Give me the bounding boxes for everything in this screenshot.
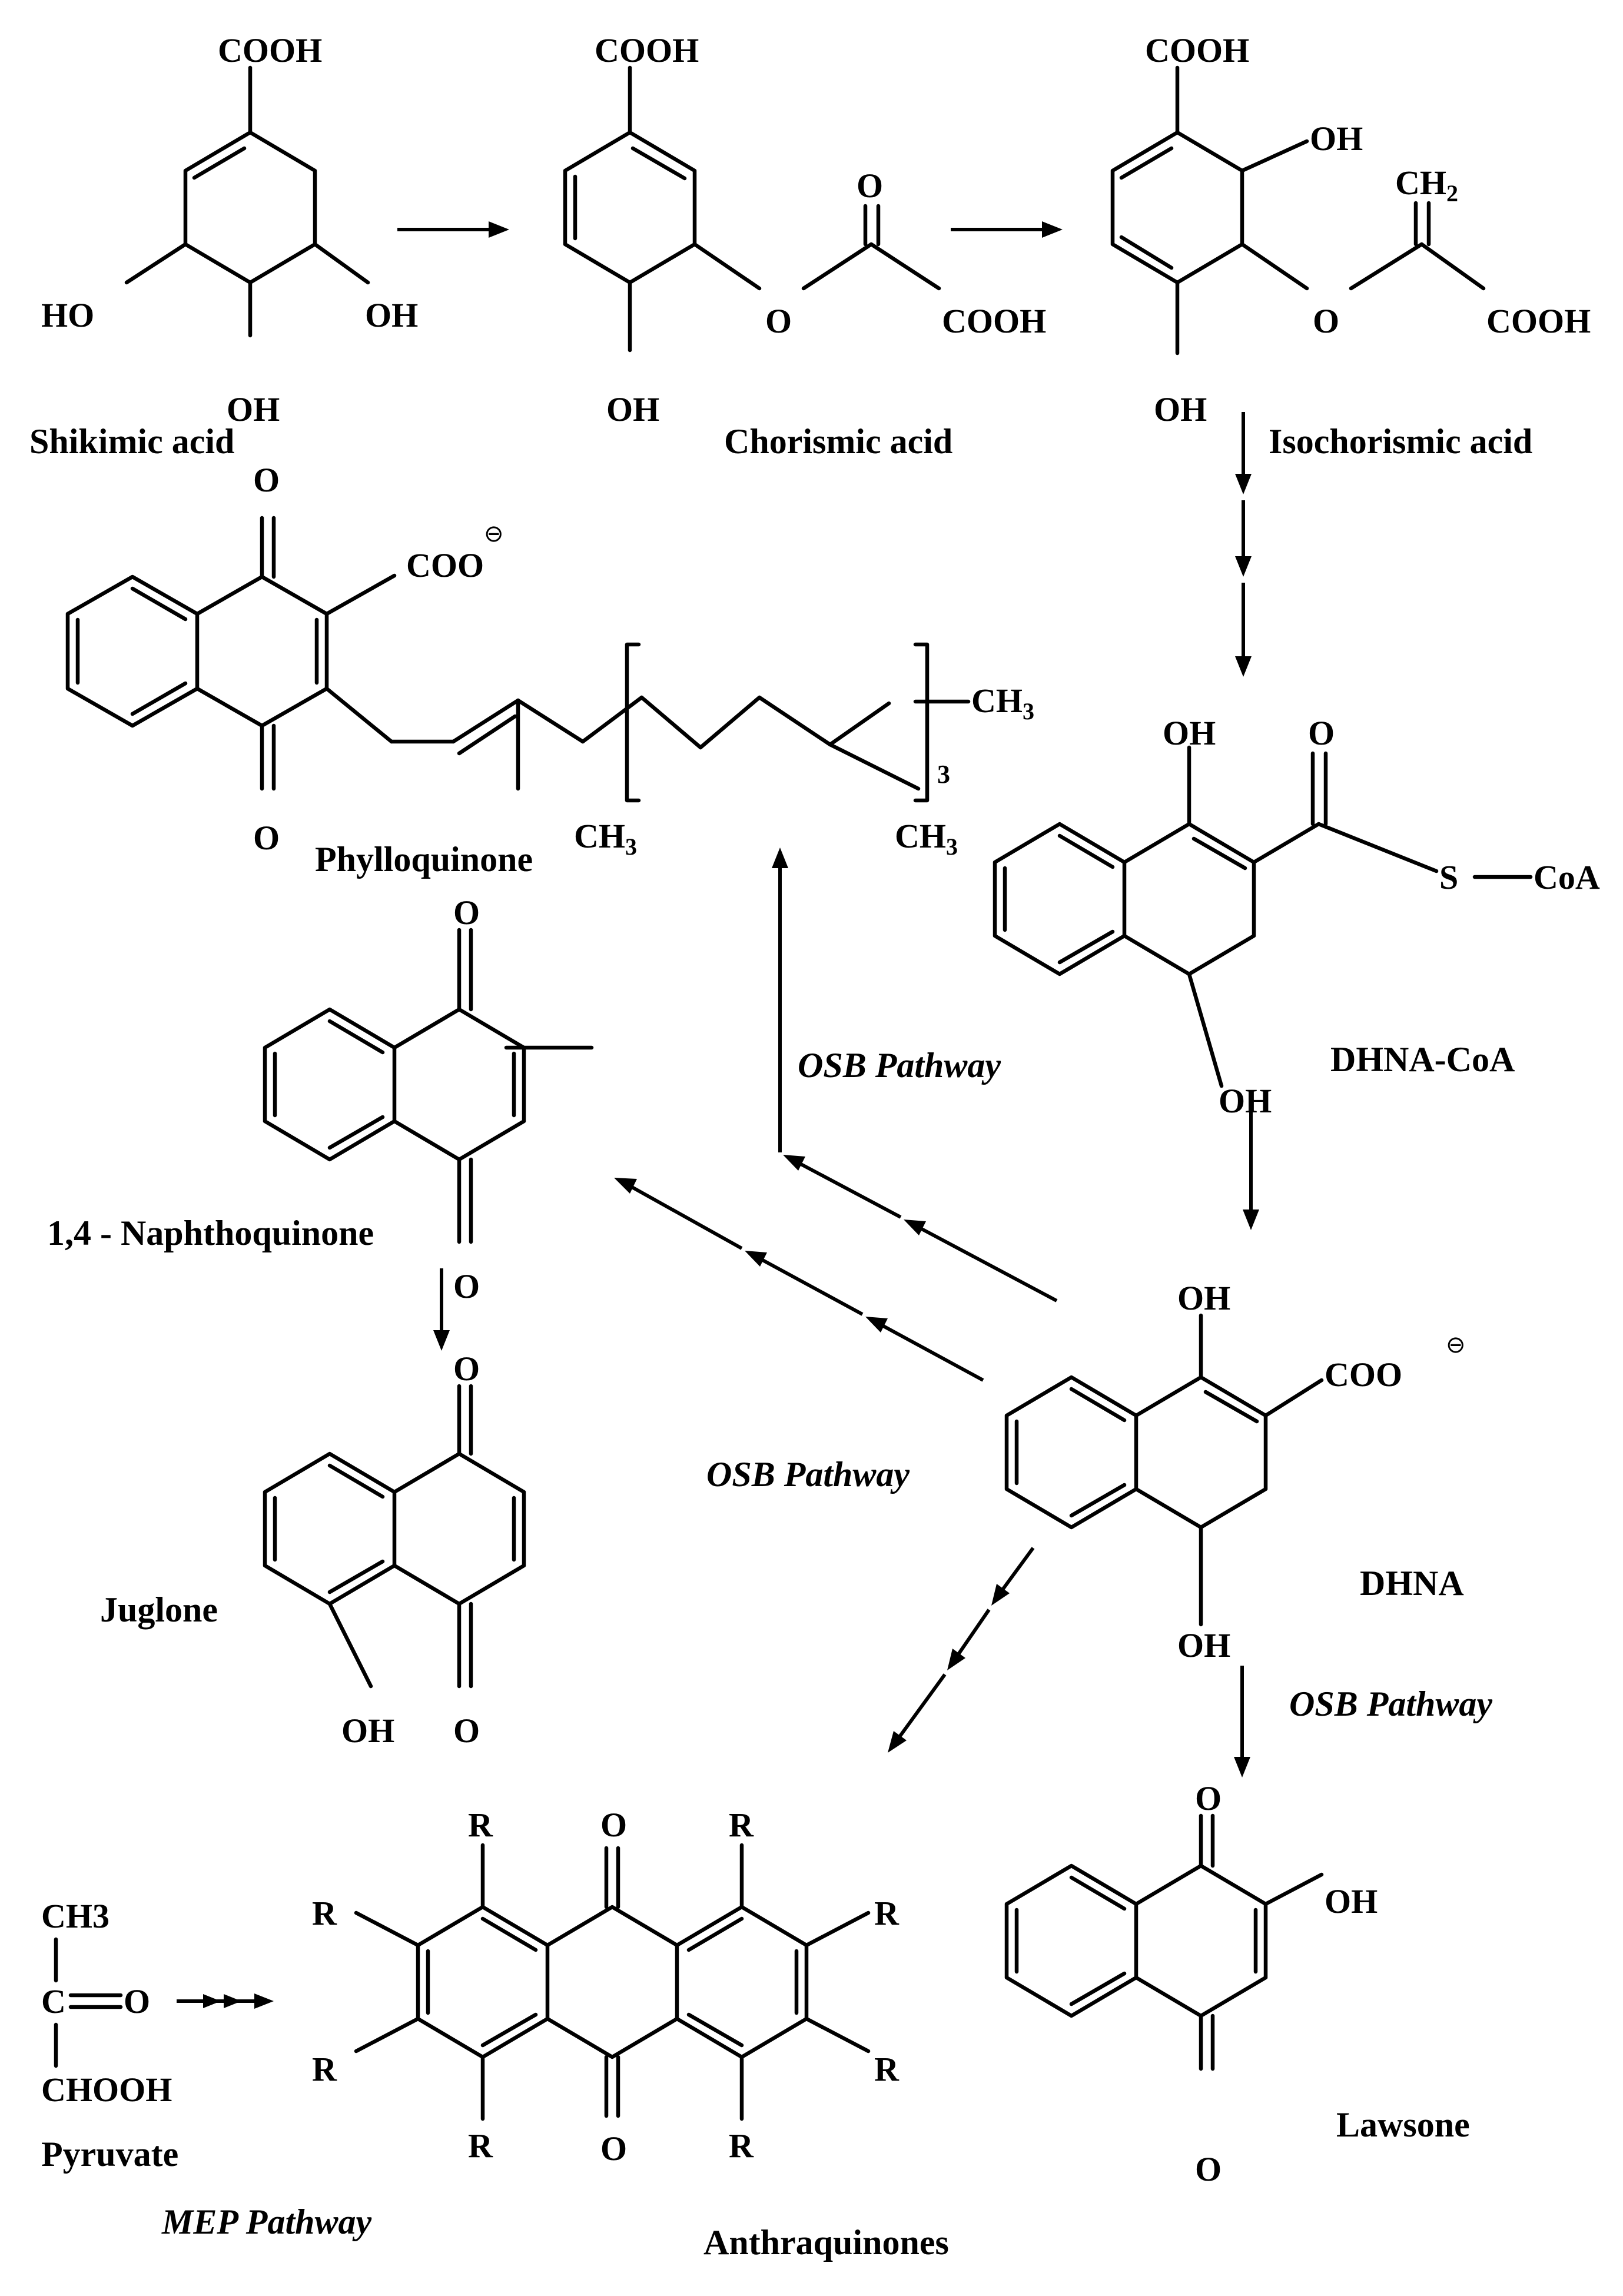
multistep-reaction-arrow <box>772 848 1058 1302</box>
carbonyl-oxygen-label: O <box>1195 1779 1222 1817</box>
hydroxyl-label: OH <box>1177 1279 1230 1317</box>
hydroxyl-label: OH <box>1154 390 1207 428</box>
pyruvate-structure: CH3 C O CHOOH <box>41 1897 172 2109</box>
carbonyl-oxygen-label: O <box>600 1806 627 1844</box>
naphthoquinone-label: 1,4 - Naphthoquinone <box>47 1214 374 1252</box>
juglone-label: Juglone <box>100 1590 218 1629</box>
multistep-reaction-arrow <box>1235 412 1252 677</box>
carbonyl-oxygen-label: O <box>1195 2150 1222 2188</box>
carbonyl-oxygen-label: O <box>1308 714 1335 752</box>
mep-pathway-label: MEP Pathway <box>161 2202 372 2241</box>
carboxylate-label: COO <box>406 546 484 584</box>
phylloquinone-structure: O O COO ⊖ CH3 CH3 CH3 3 <box>65 461 1034 860</box>
substituent-r-label: R <box>729 2126 754 2165</box>
hydroxyl-label: HO <box>41 296 94 334</box>
hydroxyl-label: OH <box>1310 119 1363 158</box>
negative-charge-icon: ⊖ <box>484 521 504 547</box>
methyl-label: CH3 <box>41 1897 109 1935</box>
substituent-r-label: R <box>874 2050 900 2088</box>
carboxyl-label: COOH <box>1486 302 1591 340</box>
dhna-coa-label: DHNA-CoA <box>1330 1040 1515 1079</box>
phylloquinone-label: Phylloquinone <box>315 840 533 879</box>
reaction-arrow <box>1243 1112 1259 1230</box>
methyl-label: CH3 <box>971 682 1034 725</box>
hydroxyl-label: OH <box>341 1712 394 1750</box>
dhna-coa-structure: OH O S CoA OH <box>993 714 1600 1120</box>
substituent-r-label: R <box>468 2126 493 2165</box>
hydroxyl-label: OH <box>365 296 418 334</box>
anthraquinone-structure: O O R R R R R R R R <box>312 1806 900 2168</box>
dhna-structure: OH COO ⊖ OH <box>1004 1279 1466 1664</box>
chorismic-acid-label: Chorismic acid <box>724 422 952 461</box>
isochorismic-acid-structure: COOH OH O CH2 COOH OH <box>1110 31 1591 428</box>
reaction-arrow <box>397 221 509 238</box>
hydroxyl-label: OH <box>1325 1882 1378 1920</box>
carbonyl-oxygen-label: O <box>453 1712 480 1750</box>
shikimic-acid-label: Shikimic acid <box>29 422 234 461</box>
lawsone-structure: O OH O <box>1004 1779 1378 2188</box>
carbonyl-oxygen-label: O <box>253 819 280 857</box>
multistep-reaction-arrow <box>888 1547 1035 1753</box>
anthraquinones-label: Anthraquinones <box>703 2223 949 2262</box>
repeat-count-label: 3 <box>937 760 950 789</box>
negative-charge-icon: ⊖ <box>1446 1332 1466 1358</box>
osb-pathway-label: OSB Pathway <box>1289 1684 1492 1723</box>
carboxyl-label: COOH <box>595 31 699 69</box>
osb-pathway-label: OSB Pathway <box>706 1455 910 1494</box>
substituent-r-label: R <box>312 1894 337 1932</box>
hydroxyl-label: OH <box>227 390 280 428</box>
substituent-r-label: R <box>874 1894 900 1932</box>
methyl-label: CH3 <box>574 817 637 860</box>
carboxyl-label: CHOOH <box>41 2071 172 2109</box>
carboxyl-label: COOH <box>1145 31 1249 69</box>
methyl-label: CH3 <box>895 817 958 860</box>
carboxylate-label: COO <box>1325 1355 1402 1394</box>
carbonyl-oxygen-label: O <box>253 461 280 499</box>
coenzyme-a-label: CoA <box>1534 858 1600 896</box>
carbonyl-oxygen-label: O <box>600 2129 627 2168</box>
ether-oxygen-label: O <box>765 302 792 340</box>
carbonyl-oxygen-label: O <box>453 1350 480 1388</box>
naphthoquinone-structure: O O <box>263 893 594 1305</box>
ether-oxygen-label: O <box>1313 302 1339 340</box>
hydroxyl-label: OH <box>1177 1626 1230 1664</box>
carboxyl-label: COOH <box>942 302 1046 340</box>
dhna-label: DHNA <box>1360 1564 1464 1603</box>
isochorismic-acid-label: Isochorismic acid <box>1269 422 1532 461</box>
hydroxyl-label: OH <box>1163 714 1216 752</box>
carbonyl-oxygen-label: O <box>453 893 480 932</box>
reaction-arrow <box>433 1268 450 1351</box>
sulfur-label: S <box>1439 858 1458 896</box>
carbonyl-oxygen-label: O <box>857 167 883 205</box>
osb-pathway-label: OSB Pathway <box>798 1046 1001 1085</box>
reaction-arrow <box>951 221 1063 238</box>
substituent-r-label: R <box>312 2050 337 2088</box>
juglone-structure: O O OH <box>263 1350 526 1750</box>
chorismic-acid-structure: COOH O O COOH OH <box>563 31 1046 428</box>
multistep-reaction-arrow <box>614 1178 984 1382</box>
hydroxyl-label: OH <box>1219 1082 1272 1120</box>
shikimic-acid-structure: COOH OH HO OH <box>41 31 418 428</box>
hydroxyl-label: OH <box>606 390 659 428</box>
pyruvate-label: Pyruvate <box>41 2135 178 2174</box>
substituent-r-label: R <box>468 1806 493 1844</box>
carboxyl-label: COOH <box>218 31 322 69</box>
methylene-label: CH2 <box>1395 164 1458 207</box>
carbon-label: C <box>41 1982 66 2021</box>
multistep-reaction-arrow <box>177 1993 274 2009</box>
carbonyl-oxygen-label: O <box>453 1267 480 1305</box>
lawsone-label: Lawsone <box>1336 2105 1470 2144</box>
carbonyl-oxygen-label: O <box>124 1982 150 2021</box>
reaction-arrow <box>1234 1666 1250 1777</box>
substituent-r-label: R <box>729 1806 754 1844</box>
